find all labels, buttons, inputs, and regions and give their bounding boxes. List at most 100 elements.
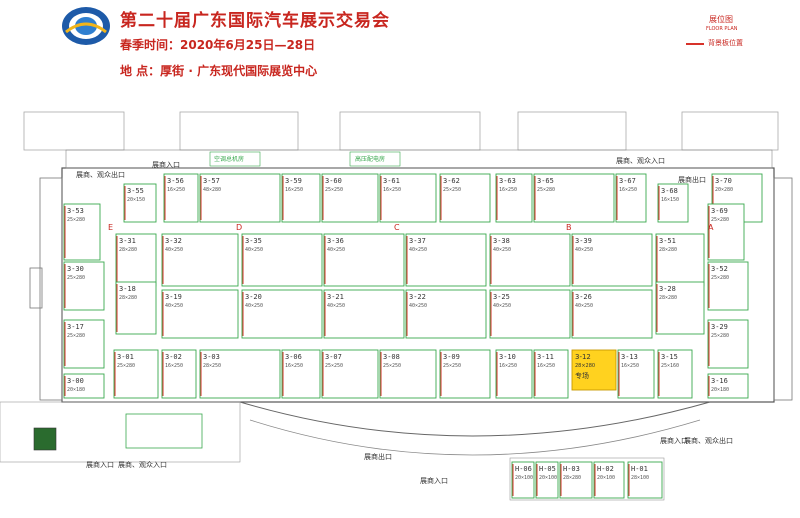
booth-dimension: 28×100 [631, 475, 649, 481]
booth-dimension: 40×250 [493, 247, 511, 253]
label-exit-right: 展商出口 [678, 176, 706, 184]
booth-label: H-03 [563, 465, 580, 473]
booth-label: 3-13 [621, 353, 638, 361]
booth-label: 3-59 [285, 177, 302, 185]
booth-3-18 [115, 281, 157, 335]
booth-dimension: 28×280 [659, 247, 677, 253]
booth-label: 3-30 [67, 265, 84, 273]
booth-3-62 [439, 173, 491, 223]
label-entry-exit-tr: 展商、观众入口 [616, 157, 665, 165]
booth-dimension: 20×100 [597, 475, 615, 481]
booth-label: 3-32 [165, 237, 182, 245]
booth-label: 3-69 [711, 207, 728, 215]
booth-dimension: 40×250 [575, 247, 593, 253]
booth-dimension: 16×150 [661, 197, 679, 203]
hall-letter: D [236, 223, 242, 232]
booth-3-57 [199, 173, 281, 223]
booth-3-59 [281, 173, 321, 223]
booth-dimension: 25×280 [67, 333, 85, 339]
booth-3-55 [123, 183, 157, 223]
page-title: 第二十届广东国际汽车展示交易会 [120, 11, 390, 31]
booth-label: 3-21 [327, 293, 344, 301]
booth-label: 3-65 [537, 177, 554, 185]
booth-dimension: 48×280 [203, 187, 221, 193]
booth-3-37 [405, 233, 487, 287]
booth-label: 3-31 [119, 237, 136, 245]
booth-label: 3-19 [165, 293, 182, 301]
right-wing [773, 177, 793, 401]
label-exit-bottom: 展商出口 [364, 453, 392, 461]
booth-3-08 [379, 349, 437, 399]
transformer-room [349, 151, 401, 167]
legend-backdrop-swatch [686, 43, 704, 45]
booth-dimension: 40×250 [575, 303, 593, 309]
booth-dimension: 16×250 [165, 363, 183, 369]
booth-dimension: 25×160 [661, 363, 679, 369]
booth-3-32 [161, 233, 239, 287]
booth-dimension: 16×250 [383, 187, 401, 193]
booth-label: 3-17 [67, 323, 84, 331]
booth-dimension: 25×280 [537, 187, 555, 193]
label-entry-exit-bl: 展商、观众入口 [118, 461, 167, 469]
booth-3-65 [533, 173, 615, 223]
aircon-room [209, 151, 261, 167]
booth-3-56 [163, 173, 199, 223]
booth-label: 3-67 [619, 177, 636, 185]
booth-label: H-06 [515, 465, 532, 473]
booths-layer: 3-5616×2503-5748×2803-5916×2503-6025×250… [63, 173, 763, 499]
booth-3-06 [281, 349, 321, 399]
booth-label: 3-25 [493, 293, 510, 301]
booth-label: 3-09 [443, 353, 460, 361]
booth-dimension: 25×250 [443, 187, 461, 193]
booth-label: 3-01 [117, 353, 134, 361]
booth-label: 3-52 [711, 265, 728, 273]
booth-label: 3-56 [167, 177, 184, 185]
booth-dimension: 25×280 [117, 363, 135, 369]
booth-3-53 [63, 203, 101, 261]
booth-3-12-highlight [571, 349, 617, 391]
small-booths-bl [125, 413, 203, 449]
booth-dimension: 25×280 [67, 217, 85, 223]
booth-dimension: 28×280 [119, 295, 137, 301]
label-entry-br: 展商入口 [660, 437, 688, 445]
booth-dimension: 25×280 [711, 217, 729, 223]
booth-3-09 [439, 349, 491, 399]
booth-H-01 [627, 461, 663, 499]
legend-title: 展位图 [709, 15, 733, 24]
booth-3-13 [617, 349, 655, 399]
label-entry-bl: 展商入口 [86, 461, 114, 469]
booth-dimension: 28×250 [203, 363, 221, 369]
booth-dimension: 40×250 [493, 303, 511, 309]
lobby-curve [239, 401, 711, 437]
booth-label: 3-08 [383, 353, 400, 361]
booth-dimension: 20×100 [539, 475, 557, 481]
booth-dimension: 16×250 [499, 363, 517, 369]
roof-pavilion-3 [339, 111, 481, 151]
label-transformer: 高压配电房 [355, 156, 386, 163]
roof-pavilion-1 [23, 111, 125, 151]
booth-dimension: 16×250 [499, 187, 517, 193]
highlight-booth-note: 专场 [575, 371, 589, 380]
booth-3-01 [113, 349, 159, 399]
booth-dimension: 20×150 [127, 197, 145, 203]
booth-label: 3-22 [409, 293, 426, 301]
booth-3-25 [489, 289, 571, 339]
bottom-left-area [0, 401, 241, 463]
booth-dimension: 25×250 [383, 363, 401, 369]
booth-3-68 [657, 183, 689, 223]
booth-dimension: 40×250 [327, 247, 345, 253]
booth-dimension: 40×250 [327, 303, 345, 309]
booth-label: 3-70 [715, 177, 732, 185]
booth-label: 3-37 [409, 237, 426, 245]
booth-dimension: 25×280 [711, 333, 729, 339]
booth-3-20 [241, 289, 323, 339]
booth-label: 3-51 [659, 237, 676, 245]
hall-letter: A [708, 223, 714, 232]
booth-dimension: 40×250 [165, 303, 183, 309]
utility-strip [65, 149, 773, 169]
booth-3-17 [63, 319, 105, 369]
booth-3-39 [571, 233, 653, 287]
booth-3-02 [161, 349, 197, 399]
